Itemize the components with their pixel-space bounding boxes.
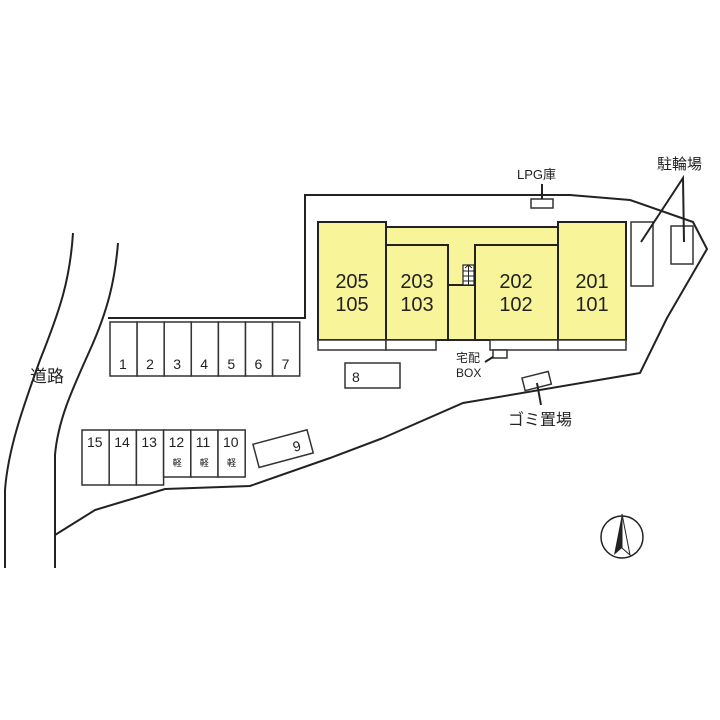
delivery-box: [492, 349, 508, 359]
unit-upper-number: 205: [335, 271, 368, 293]
svg-text:14: 14: [114, 434, 130, 450]
unit-lower-number: 105: [335, 294, 368, 316]
unit-lower-number: 101: [575, 294, 608, 316]
parking-space-6: 6: [244, 321, 274, 377]
svg-text:8: 8: [352, 369, 360, 385]
unit-201-101: [557, 221, 627, 341]
unit-upper-number: 202: [499, 271, 532, 293]
parking-space-15: 15: [81, 429, 110, 486]
unit-lower-number: 102: [499, 294, 532, 316]
parking-space-10: 10 軽: [217, 429, 246, 478]
svg-text:11: 11: [196, 434, 211, 450]
svg-text:6: 6: [255, 356, 263, 372]
unit-upper-number: 203: [400, 271, 433, 293]
svg-text:7: 7: [282, 356, 290, 372]
svg-text:12: 12: [169, 434, 185, 450]
parking-space-14: 14: [108, 429, 138, 486]
parking-space-3: 3: [163, 321, 193, 377]
parking-space-9: 9: [252, 428, 315, 469]
delivery-box-label-2: BOX: [456, 366, 481, 380]
unit-upper-number: 201: [575, 271, 608, 293]
unit-202-102: [474, 244, 559, 341]
road-edge-right: [54, 242, 119, 568]
parking-space-7: 7: [271, 321, 301, 377]
parking-space-5: 5: [217, 321, 247, 377]
stairs-icon: [462, 264, 475, 286]
parking-space-13: 13: [135, 429, 165, 486]
parking-row-2: 15 14 13 12 軽 11 軽 10 軽: [81, 429, 246, 486]
svg-text:15: 15: [87, 434, 103, 450]
parking-space-2: 2: [136, 321, 165, 377]
lpg-storage: [530, 198, 554, 209]
svg-text:10: 10: [223, 434, 239, 450]
lpg-label: LPG庫: [517, 167, 556, 182]
garbage-area: [521, 370, 553, 392]
svg-text:1: 1: [119, 356, 127, 372]
kei-car-label: 軽: [173, 458, 182, 468]
road-edge-left: [4, 232, 74, 568]
road-label: 道路: [30, 367, 64, 386]
svg-text:9: 9: [291, 437, 303, 455]
svg-text:4: 4: [200, 356, 208, 372]
parking-space-11: 11 軽: [190, 429, 219, 478]
bicycle-parking-label: 駐輪場: [657, 156, 702, 173]
bicycle-rack-1: [630, 221, 654, 287]
kei-car-label: 軽: [227, 458, 236, 468]
parking-space-12: 12 軽: [162, 429, 192, 478]
kei-car-label: 軽: [200, 458, 209, 468]
parking-row-1: 1 2 3 4 5 6 7: [109, 321, 301, 377]
unit-lower-number: 103: [400, 294, 433, 316]
svg-text:5: 5: [227, 356, 235, 372]
lot-boundary: [54, 194, 709, 536]
north-arrow-icon: [600, 513, 644, 559]
parking-space-1: 1: [109, 321, 138, 377]
svg-text:2: 2: [146, 356, 154, 372]
svg-text:3: 3: [173, 356, 181, 372]
garbage-area-label: ゴミ置場: [508, 410, 572, 429]
unit-203-103: [385, 244, 449, 341]
parking-space-4: 4: [190, 321, 220, 377]
delivery-box-label-1: 宅配: [456, 350, 480, 365]
unit-205-105: [317, 221, 387, 341]
svg-text:13: 13: [141, 434, 157, 450]
bicycle-rack-2: [670, 225, 694, 265]
parking-space-8: 8: [344, 362, 401, 389]
